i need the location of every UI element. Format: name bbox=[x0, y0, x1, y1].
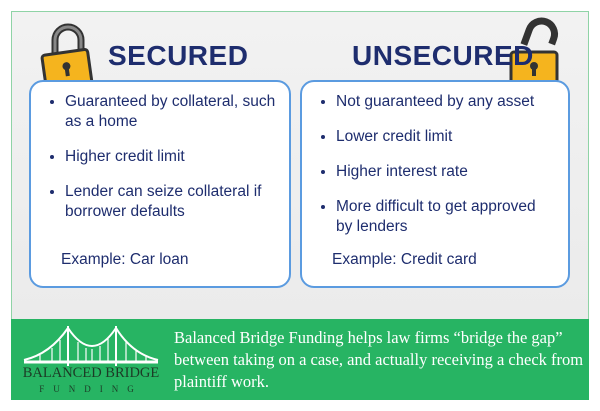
bridge-logo-icon bbox=[23, 326, 159, 366]
secured-card: Guaranteed by collateral, such as a home… bbox=[29, 80, 291, 288]
footer-blurb: Balanced Bridge Funding helps law firms … bbox=[174, 328, 584, 391]
list-item: Lender can seize collateral if borrower … bbox=[65, 182, 277, 222]
list-item: Lower credit limit bbox=[336, 127, 556, 147]
list-item: Higher credit limit bbox=[65, 147, 277, 167]
logo-name: BALANCED BRIDGE bbox=[22, 365, 160, 381]
unsecured-example: Example: Credit card bbox=[332, 251, 477, 268]
list-item: Higher interest rate bbox=[336, 162, 556, 182]
unsecured-title: UNSECURED bbox=[352, 40, 534, 71]
footer-band bbox=[11, 319, 589, 400]
secured-example: Example: Car loan bbox=[61, 251, 189, 268]
list-item: More difficult to get approved by lender… bbox=[336, 197, 556, 237]
closed-padlock-icon bbox=[40, 23, 94, 91]
secured-title: SECURED bbox=[108, 40, 249, 71]
list-item: Not guaranteed by any asset bbox=[336, 92, 556, 112]
unsecured-card: Not guaranteed by any asset Lower credit… bbox=[300, 80, 570, 288]
logo-subtitle: FUNDING bbox=[39, 384, 143, 394]
list-item: Guaranteed by collateral, such as a home bbox=[65, 92, 277, 132]
